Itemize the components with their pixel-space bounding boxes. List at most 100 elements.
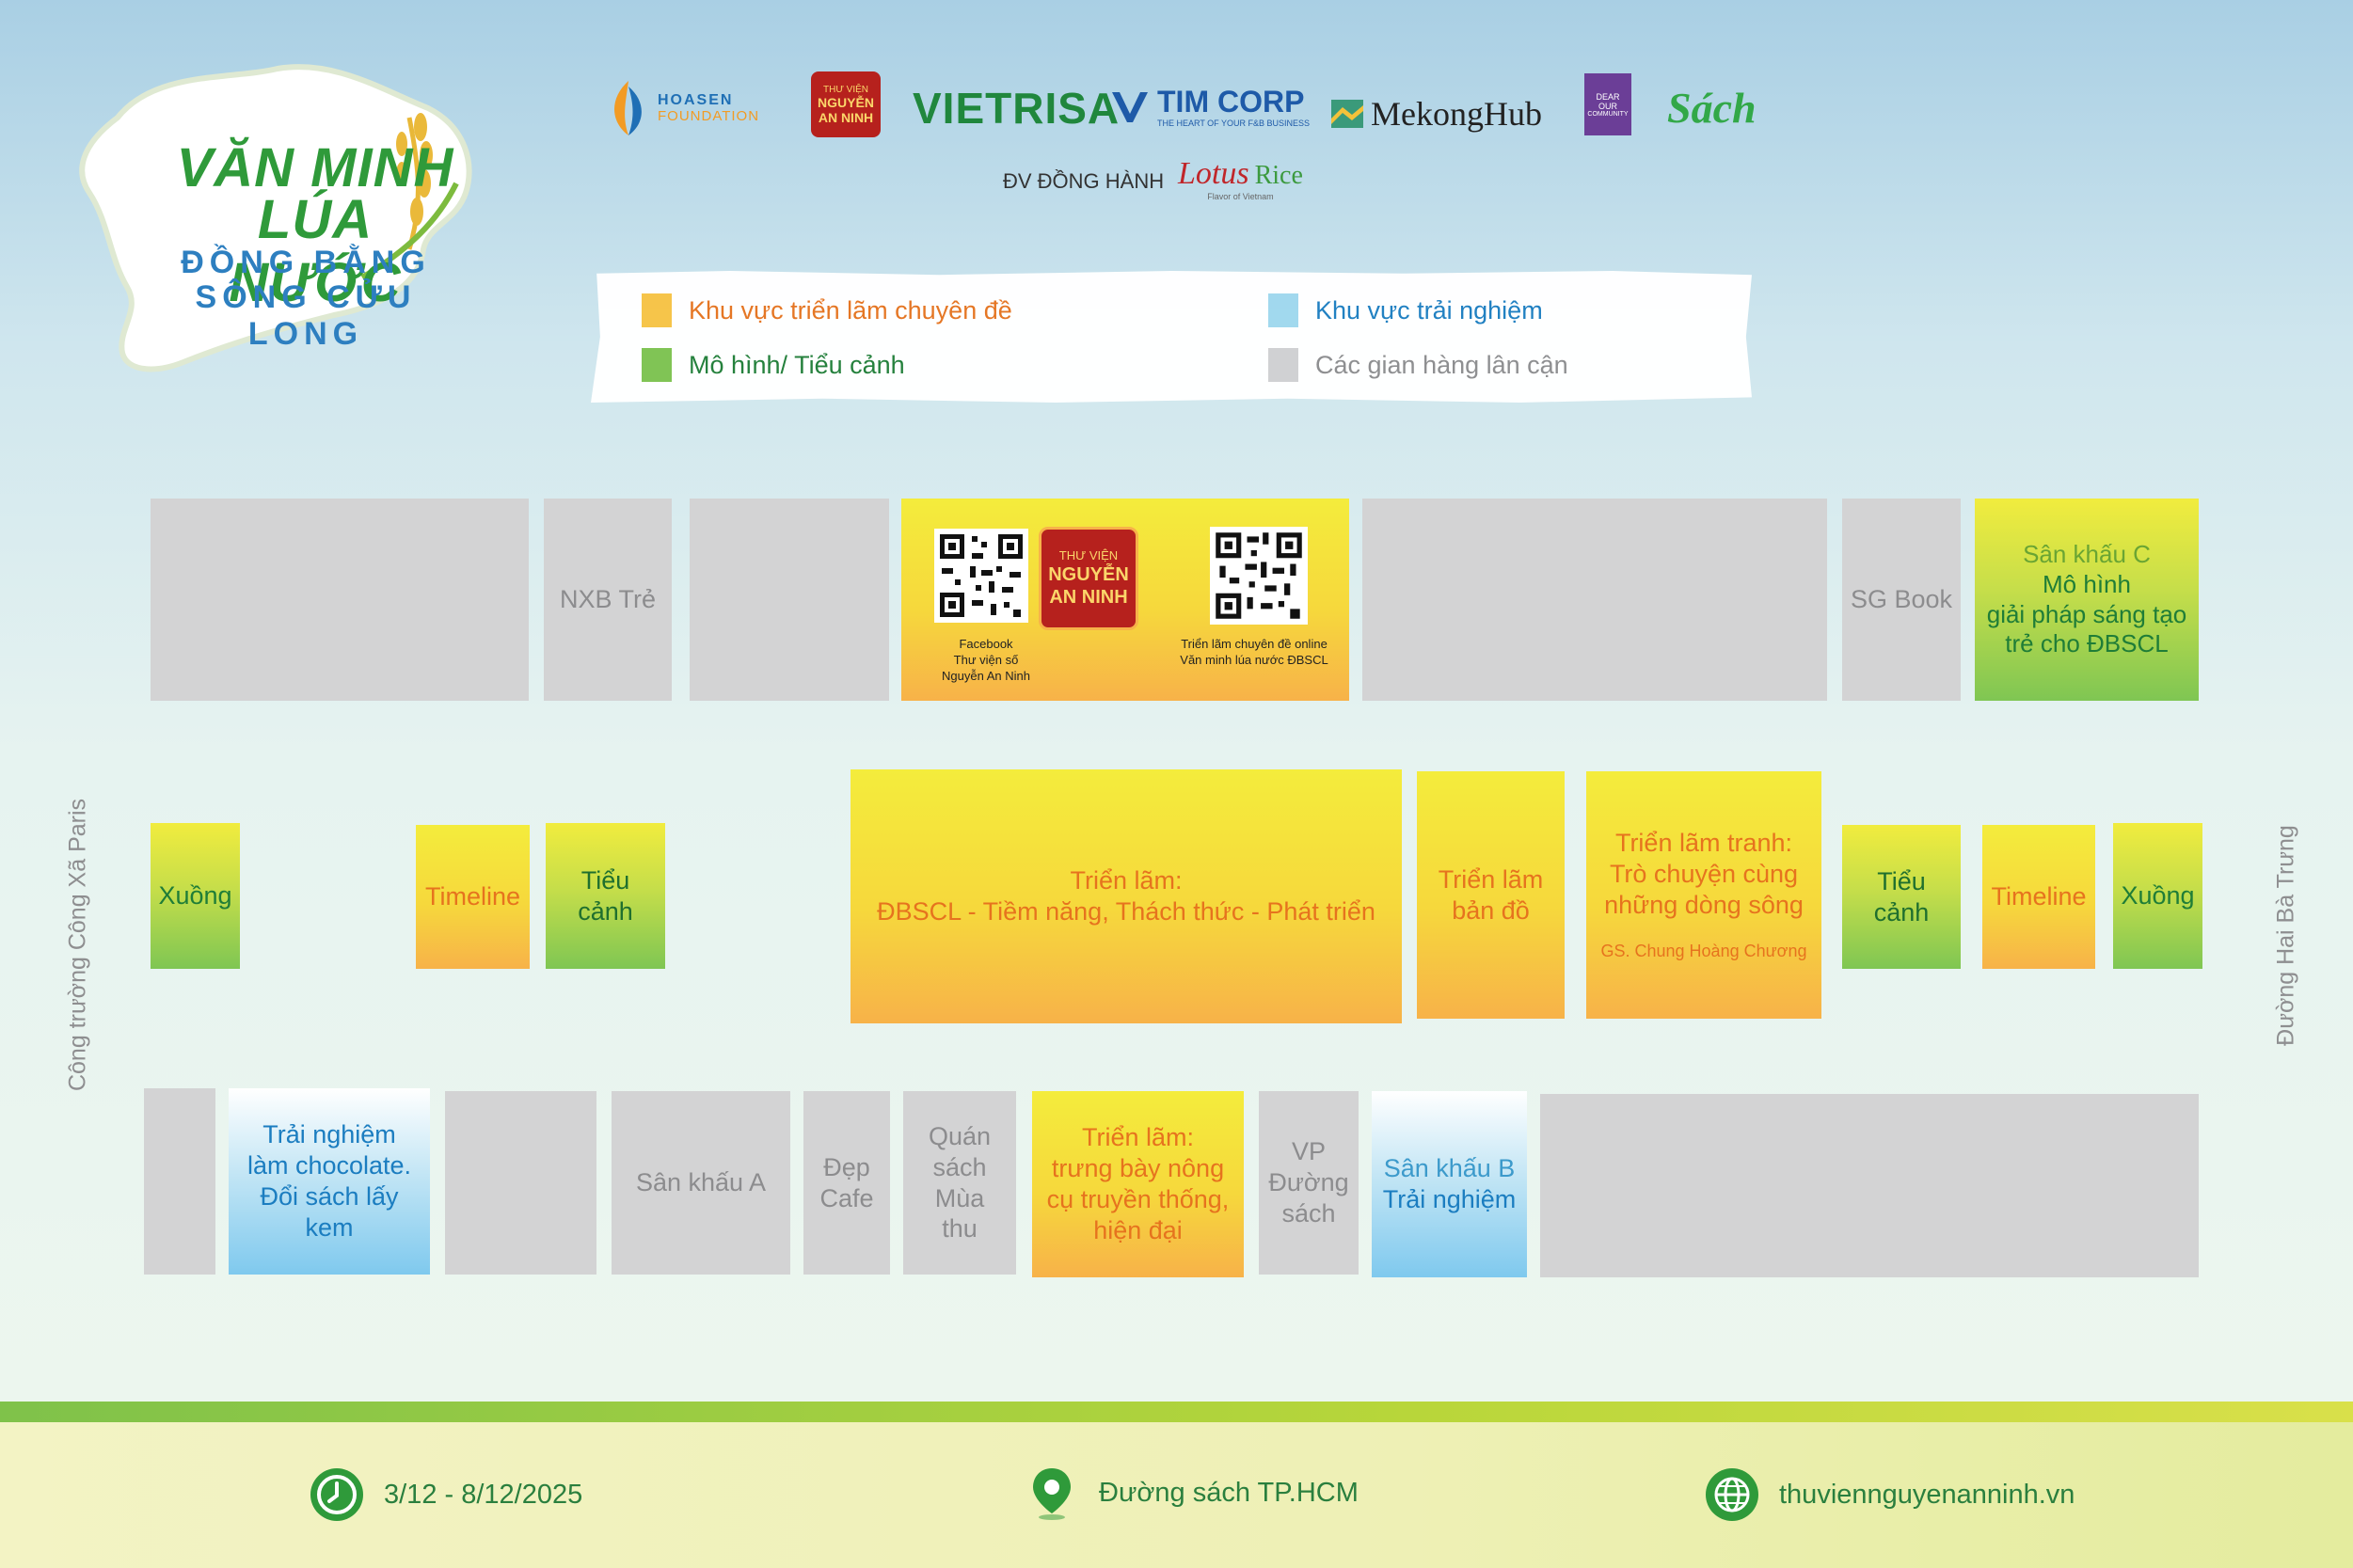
- footer-stripe: [0, 1402, 2353, 1422]
- library-logo-line2: NGUYỄN: [818, 94, 874, 110]
- facebook-qr-code-icon[interactable]: [934, 529, 1028, 623]
- booth-nearby: [1362, 499, 1827, 701]
- mekonghub-square-icon: [1331, 100, 1363, 128]
- booth-nearby: [144, 1088, 215, 1275]
- library-logo-line3: AN NINH: [818, 109, 874, 125]
- booth-label: Tiểu cảnh: [578, 865, 633, 926]
- legend-label: Khu vực trải nghiệm: [1315, 295, 1543, 325]
- legend-item-exhibition: Khu vực triển lãm chuyên đề: [642, 293, 1012, 327]
- booth-label: Sân khấu A: [635, 1168, 767, 1197]
- vietrisa-text: VIETRISA: [913, 84, 1121, 133]
- booth-label: Trò chuyện cùng: [1609, 860, 1799, 889]
- library-logo-badge: THƯ VIỆN NGUYỄN AN NINH: [1039, 527, 1138, 630]
- booth-label: Sân khấu B: [1383, 1154, 1516, 1183]
- logo-subtitle-line1: ĐỒNG BẰNG: [181, 245, 431, 280]
- qr-caption-line: Văn minh lúa nước ĐBSCL: [1180, 652, 1328, 667]
- nguyen-an-ninh-library-logo: THƯ VIỆN NGUYỄN AN NINH: [811, 71, 881, 137]
- booth-sg-book: SG Book: [1842, 499, 1961, 701]
- booth-label: Xuồng: [2121, 881, 2195, 911]
- badge-line1: THƯ VIỆN: [1058, 547, 1119, 562]
- booth-tieu-canh-left: Tiểu cảnh: [546, 823, 665, 969]
- companion-label-text: ĐV ĐỒNG HÀNH: [1003, 169, 1165, 193]
- legend-swatch-blue: [1268, 293, 1298, 327]
- booth-stage-b: Sân khấu B Trải nghiệm: [1372, 1091, 1527, 1277]
- booth-label: bản đồ: [1452, 895, 1530, 925]
- booth-label: Cafe: [819, 1183, 874, 1212]
- booth-quan-sach-mua-thu: Quán sách Mùa thu: [903, 1091, 1016, 1275]
- footer-date-text: 3/12 - 8/12/2025: [384, 1479, 583, 1510]
- booth-xuong-left: Xuồng: [151, 823, 240, 969]
- booth-dep-cafe: Đẹp Cafe: [803, 1091, 890, 1275]
- logo-title-line1: VĂN MINH: [176, 137, 454, 198]
- legend-item-experience: Khu vực trải nghiệm: [1268, 293, 1543, 327]
- booth-label: những dòng sông: [1604, 890, 1804, 919]
- booth-nearby: [1540, 1094, 2199, 1277]
- library-logo-line1: THƯ VIỆN: [823, 84, 868, 95]
- booth-label: ĐBSCL - Tiềm năng, Thách thức - Phát tri…: [877, 897, 1375, 926]
- hoasen-foundation-logo: HOASEN FOUNDATION: [605, 75, 759, 141]
- qr-caption-line: Triển lãm chuyên đề online: [1181, 637, 1328, 651]
- timcorp-logo: TIM CORP THE HEART OF YOUR F&B BUSINESS: [1110, 87, 1310, 128]
- location-pin-icon: [1033, 1468, 1071, 1520]
- booth-label: Trải nghiệm: [262, 1120, 396, 1149]
- online-exhibition-qr-caption: Triển lãm chuyên đề online Văn minh lúa …: [1165, 637, 1343, 669]
- booth-nearby: [690, 499, 889, 701]
- booth-vp-duong-sach: VP Đường sách: [1259, 1091, 1359, 1275]
- mekonghub-text: MekongHub: [1371, 95, 1542, 133]
- booth-label: Tiểu cảnh: [1873, 866, 1930, 927]
- booth-label: Quán: [928, 1121, 992, 1150]
- mekonghub-logo: MekongHub: [1329, 94, 1542, 134]
- foundation-text: FOUNDATION: [658, 107, 760, 124]
- booth-map-exhibition: Triển lãm bản đồ: [1417, 771, 1565, 1019]
- lotus-text: Lotus: [1178, 156, 1249, 191]
- booth-tieu-canh-right: Tiểu cảnh: [1842, 825, 1961, 969]
- legend-item-model: Mô hình/ Tiểu cảnh: [642, 348, 905, 382]
- booth-stage-c: Sân khấu C Mô hình giải pháp sáng tạo tr…: [1975, 499, 2199, 701]
- timcorp-tagline: THE HEART OF YOUR F&B BUSINESS: [1157, 119, 1311, 128]
- rice-text: Rice: [1254, 161, 1303, 190]
- dear-our-community-logo: DEAR OUR COMMUNITY: [1584, 73, 1631, 135]
- clock-icon: [310, 1468, 363, 1521]
- booth-chocolate-experience: Trải nghiệm làm chocolate. Đổi sách lấy …: [229, 1088, 430, 1275]
- booth-label: VP: [1291, 1137, 1327, 1166]
- street-label-left: Công trường Công Xã Paris: [64, 798, 91, 1092]
- booth-label: cụ truyền thống,: [1046, 1185, 1230, 1213]
- legend-swatch-gray: [1268, 348, 1298, 382]
- legend-swatch-yellow: [642, 293, 672, 327]
- footer-date: 3/12 - 8/12/2025: [309, 1466, 582, 1523]
- booth-label: Timeline: [424, 882, 521, 911]
- vietrisa-logo: VIETRISA: [913, 83, 1120, 134]
- booth-label: hiện đại: [1093, 1215, 1183, 1244]
- logo-title-line2: LÚA NƯỚC: [229, 189, 402, 313]
- booth-author: GS. Chung Hoàng Chương: [1600, 941, 1807, 960]
- footer-website[interactable]: thuviennguyenanninh.vn: [1704, 1466, 2075, 1523]
- booth-label: trưng bày nông: [1051, 1154, 1225, 1183]
- globe-icon: [1706, 1468, 1758, 1521]
- booth-farm-tools-exhibition: Triển lãm: trưng bày nông cụ truyền thốn…: [1032, 1091, 1244, 1277]
- booth-label: Trải nghiệm: [1382, 1185, 1517, 1213]
- map-legend: Khu vực triển lãm chuyên đề Mô hình/ Tiể…: [591, 271, 1752, 403]
- legend-label: Các gian hàng lân cận: [1315, 350, 1568, 379]
- booth-label: Đẹp: [823, 1152, 870, 1181]
- booth-label: Đổi sách lấy kem: [260, 1182, 399, 1242]
- sach-logo: Sách: [1667, 83, 1757, 133]
- booth-main-exhibition: Triển lãm: ĐBSCL - Tiềm năng, Thách thức…: [851, 769, 1402, 1023]
- logo-subtitle-line2: SÔNG CỬU LONG: [195, 279, 417, 352]
- qr-caption-line: Thư viện số: [953, 652, 1019, 667]
- footer-location: Đường sách TP.HCM: [1024, 1465, 1359, 1521]
- booth-label: SG Book: [1850, 585, 1953, 614]
- legend-label: Mô hình/ Tiểu cảnh: [689, 350, 905, 379]
- booth-label: Triển lãm:: [1081, 1123, 1195, 1152]
- booth-label: Mùa: [934, 1183, 985, 1212]
- booth-label: sách: [1281, 1198, 1336, 1227]
- booth-nearby: [151, 499, 529, 701]
- booth-label: Xuồng: [158, 881, 232, 911]
- booth-label: sách: [932, 1152, 987, 1181]
- timcorp-text: TIM CORP: [1157, 85, 1305, 119]
- online-exhibition-qr-code-icon[interactable]: [1210, 527, 1308, 625]
- booth-stage-a: Sân khấu A: [612, 1091, 790, 1275]
- footer: 3/12 - 8/12/2025 Đường sách TP.HCM thuvi…: [0, 1422, 2353, 1568]
- footer-website-link[interactable]: thuviennguyenanninh.vn: [1779, 1479, 2075, 1510]
- badge-line3: AN NINH: [1049, 586, 1128, 608]
- legend-swatch-green: [642, 348, 672, 382]
